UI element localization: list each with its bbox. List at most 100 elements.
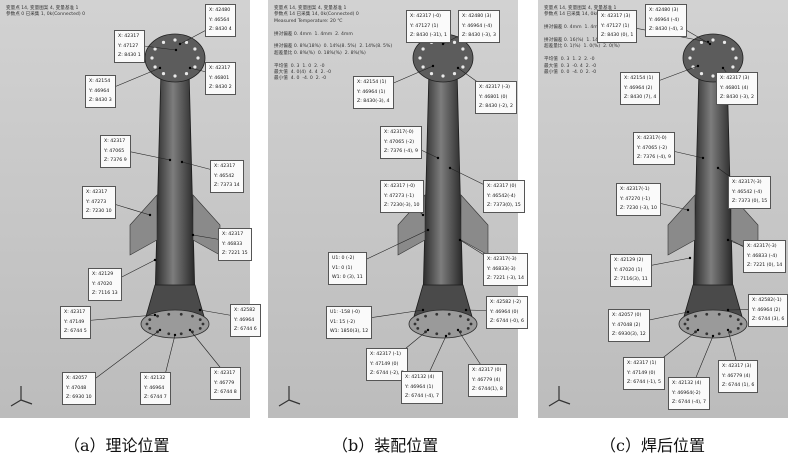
coordinate-y: Y: 47127 (1) [410, 23, 439, 29]
flange-bolt-hole [173, 38, 177, 42]
flange-bolt-hole [452, 71, 457, 76]
coordinate-z: Z: 8430 (-3), 2 [720, 95, 754, 101]
measure-point-marker [191, 233, 195, 237]
base-bolt-hole [416, 326, 420, 330]
measure-point-marker [696, 328, 700, 332]
base-bolt-hole [717, 312, 721, 316]
right-bracket [192, 194, 221, 256]
base-bolt-hole [729, 314, 732, 318]
flange-bolt-hole [161, 40, 166, 45]
coordinate-z: Z: 6744 (3), 6 [752, 317, 785, 323]
coordinate-y: Y: 46779 (4) [472, 377, 501, 383]
coordinate-x: X: 42317 (-0) [384, 184, 416, 189]
flange-bolt-hole [711, 38, 715, 42]
coordinate-x: X: 42317(-0) [637, 136, 667, 141]
bottom-flange [140, 309, 210, 339]
coordinate-y: Y: 46542 (-4) [732, 189, 763, 195]
coordinate-y: Y: 46964(-2) [672, 390, 701, 396]
leader-line [83, 329, 161, 388]
coordinate-x: X: 42582 (-2) [490, 300, 522, 305]
coordinate-y: V1: 15 (-2) [330, 319, 356, 325]
flange-bolt-hole [452, 40, 457, 45]
summary-line: 变量点 14, 变量图案 4, 变量基准 1 [6, 6, 79, 11]
measure-point-marker [458, 238, 462, 242]
base-bolt-hole [683, 322, 687, 326]
caption-b: （b）装配位置 [332, 436, 439, 455]
flange-bolt-hole [153, 47, 157, 51]
coordinate-z: Z: 8430 1 [118, 53, 141, 59]
measure-point-label: X: 42317 (0)Y: 46542(-4)Z: 7373(0), 15 [483, 180, 525, 213]
coordinate-y: Y: 47273 [86, 199, 107, 205]
measure-point-label: X: 42317 (-3)Y: 46801 (0)Z: 8430 (-2), 2 [475, 81, 517, 114]
coordinate-y: Y: 47065 [104, 148, 125, 154]
coordinate-y: Y: 46833 (-4) [747, 253, 778, 259]
coordinate-z: Z: 8430 (-4), 3 [649, 27, 683, 33]
measure-point-marker [188, 328, 192, 332]
coordinate-x: X: 42132 [144, 376, 166, 381]
column-shaft [154, 69, 196, 301]
bottom-flange [678, 309, 748, 339]
measure-point-label: X: 42317 (3)Y: 46801 (4)Z: 8430 (-3), 2 [716, 72, 758, 105]
flange-bolt-hole [153, 65, 157, 69]
summary-line: 最小值 4. 0 -4. 0 2. -0 [274, 76, 327, 82]
steel-column-structure [667, 33, 759, 339]
coordinate-x: X: 42317(-1) [620, 187, 650, 192]
summary-line: 变量点 14, 变量图案 4, 变量基准 1 [274, 6, 347, 11]
base-bolt-hole [447, 332, 451, 336]
coordinate-z: Z: 6744 (-2), 5 [370, 371, 404, 377]
steel-column-structure [129, 33, 221, 339]
coordinate-y: Y: 46801 (0) [479, 94, 508, 100]
caption-a: （a）理论位置 [64, 436, 170, 455]
base-bolt-hole [167, 332, 171, 336]
leader-line [106, 67, 161, 91]
coordinate-z: Z: 6744 (-1), 5 [627, 380, 661, 386]
coordinate-z: Z: 8430(-3), 4 [357, 99, 390, 105]
flange-bolt-hole [161, 71, 166, 76]
coordinate-x: X: 42132 (4) [405, 375, 435, 380]
measure-point-marker [168, 158, 172, 162]
measure-point-marker [158, 328, 162, 332]
coordinate-z: W1: 0 (3), 11 [332, 275, 363, 281]
summary-line: 最大值 0. 3 -0. 4 2. -0 [544, 63, 597, 69]
measure-point-marker [148, 213, 152, 217]
base-bolt-hole [736, 318, 740, 322]
measure-point-marker [708, 42, 712, 46]
coordinate-z: Z: 7221 (0), 14 [747, 263, 783, 269]
coordinate-z: Z: 7230(-3), 10 [384, 203, 420, 209]
measure-point-label: X: 42129 (2)Y: 47020 (1)Z: 7116(3), 11 [610, 254, 652, 287]
summary-line: 平均值 0. 3 1. 2 2. -0 [544, 57, 595, 63]
flange-bolt-hole [429, 71, 434, 76]
base-bolt-hole [686, 326, 690, 330]
left-bracket [667, 194, 696, 256]
coordinate-z: Z: 8430 3 [89, 98, 112, 104]
measure-point-marker [153, 313, 157, 317]
measure-point-marker [426, 228, 430, 232]
measure-point-label: X: 42317(-0)Y: 47065 (-2)Z: 7376 (-4), 9 [633, 132, 675, 165]
flange-bolt-hole [461, 47, 465, 51]
coordinate-z: Z: 8430 4 [209, 27, 232, 33]
coordinate-z: Z: 6744(1), 8 [472, 387, 503, 393]
coordinate-x: X: 42582(-1) [752, 298, 782, 303]
measure-point-marker [158, 66, 162, 70]
coordinate-z: Z: 7373 (0), 15 [732, 199, 768, 205]
coordinate-z: Z: 8430 (0), 1 [601, 33, 634, 39]
flange-bolt-hole [711, 74, 715, 78]
coordinate-z: Z: 6744 5 [64, 329, 87, 335]
measure-point-label: X: 42317 (-1)Y: 47149 (0)Z: 6744 (-2), 5 [366, 348, 408, 381]
coordinate-y: Y: 47149 (0) [370, 361, 399, 367]
coordinate-z: Z: 8430 (-31), 1 [410, 33, 447, 39]
coordinate-x: X: 42154 [89, 79, 111, 84]
coordinate-y: Y: 46964 (-4) [649, 17, 680, 23]
coordinate-y: Y: 47127 [118, 43, 139, 49]
base-bolt-hole [435, 332, 439, 336]
coordinate-y: Y: 47020 [92, 281, 113, 287]
coordinate-x: X: 42154 (1) [624, 76, 654, 81]
measure-point-marker [174, 48, 178, 52]
